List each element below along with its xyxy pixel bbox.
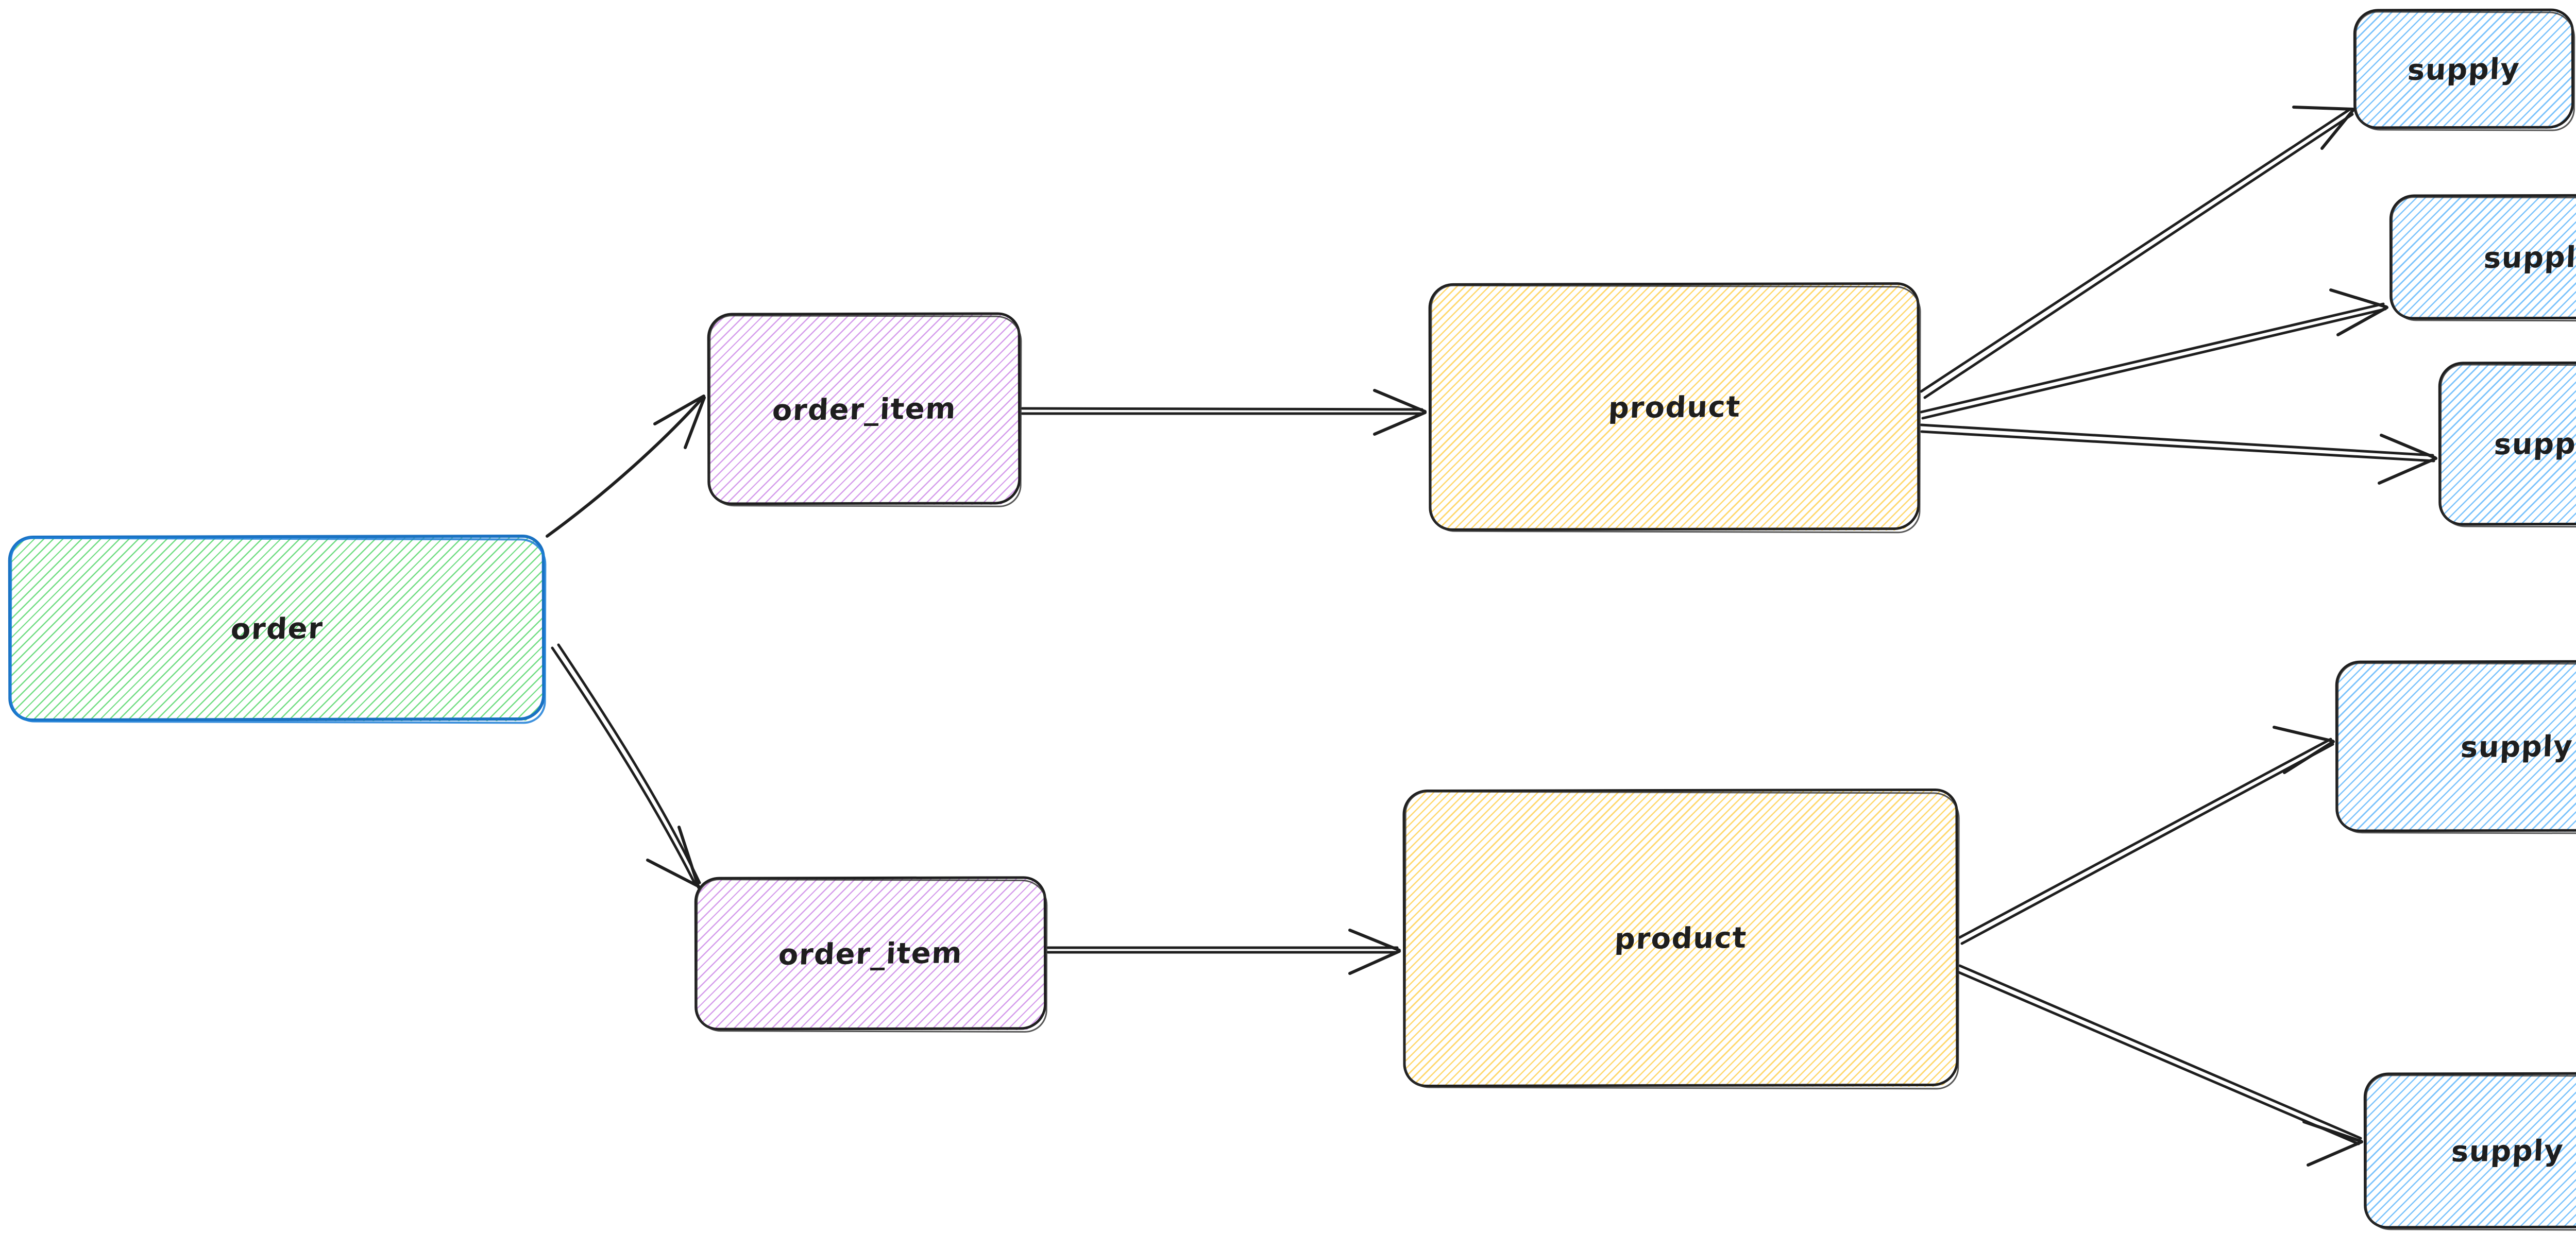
node-order-item-bottom[interactable]: order_item [696,878,1046,1030]
node-supply-3[interactable]: supply [2439,363,2576,525]
node-supply-1[interactable]: supply [2354,10,2573,129]
edge-product-top-to-supply-1[interactable] [1920,106,2355,399]
node-supply-4-label: supply [2460,729,2574,764]
edge-product-bottom-to-supply-5[interactable] [1956,964,2363,1167]
node-order-label: order [230,611,324,646]
node-order-item-top[interactable]: order_item [708,314,1020,505]
node-supply-2[interactable]: supply [2391,196,2576,319]
edge-order-item-top-to-product-top[interactable] [1021,389,1427,436]
edge-product-top-to-supply-3[interactable] [1920,423,2437,485]
node-order-item-bottom-label: order_item [778,936,963,972]
node-product-top[interactable]: product [1430,284,1919,530]
node-supply-5-label: supply [2451,1134,2565,1169]
node-supply-4[interactable]: supply [2336,662,2576,832]
node-order-item-top-label: order_item [771,391,957,427]
node-product-bottom[interactable]: product [1404,791,1958,1087]
edge-order-to-order-item-bottom[interactable] [551,643,701,889]
edge-product-top-to-supply-2[interactable] [1920,288,2388,420]
node-supply-3-label: supply [2493,426,2576,462]
node-supply-2-label: supply [2483,240,2576,275]
node-product-bottom-label: product [1614,921,1748,956]
edge-product-bottom-to-supply-4[interactable] [1958,726,2335,945]
node-product-top-label: product [1607,390,1741,425]
node-supply-5[interactable]: supply [2365,1074,2576,1228]
node-supply-1-label: supply [2407,52,2521,87]
node-order[interactable]: order [9,537,545,721]
edge-order-item-bottom-to-product-bottom[interactable] [1046,929,1401,975]
edge-order-to-order-item-top[interactable] [546,395,706,538]
